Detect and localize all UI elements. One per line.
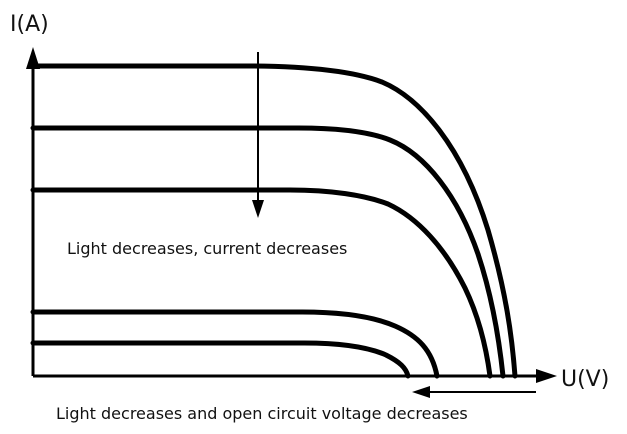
voltage-decrease-arrowhead (412, 386, 430, 398)
iv-curve-1 (30, 63, 518, 379)
iv-curve-4 (30, 309, 440, 379)
y-axis-title: I(A) (10, 12, 49, 37)
iv-curve-3 (30, 187, 493, 379)
current-decrease-arrowhead (252, 200, 264, 218)
iv-curve-2 (30, 125, 506, 379)
iv-curve-5 (30, 340, 411, 379)
x-axis-arrow (536, 369, 557, 383)
x-axis-title: U(V) (561, 367, 609, 392)
annotation-current-decrease: Light decreases, current decreases (67, 239, 347, 258)
annotation-voltage-decrease: Light decreases and open circuit voltage… (56, 404, 468, 423)
